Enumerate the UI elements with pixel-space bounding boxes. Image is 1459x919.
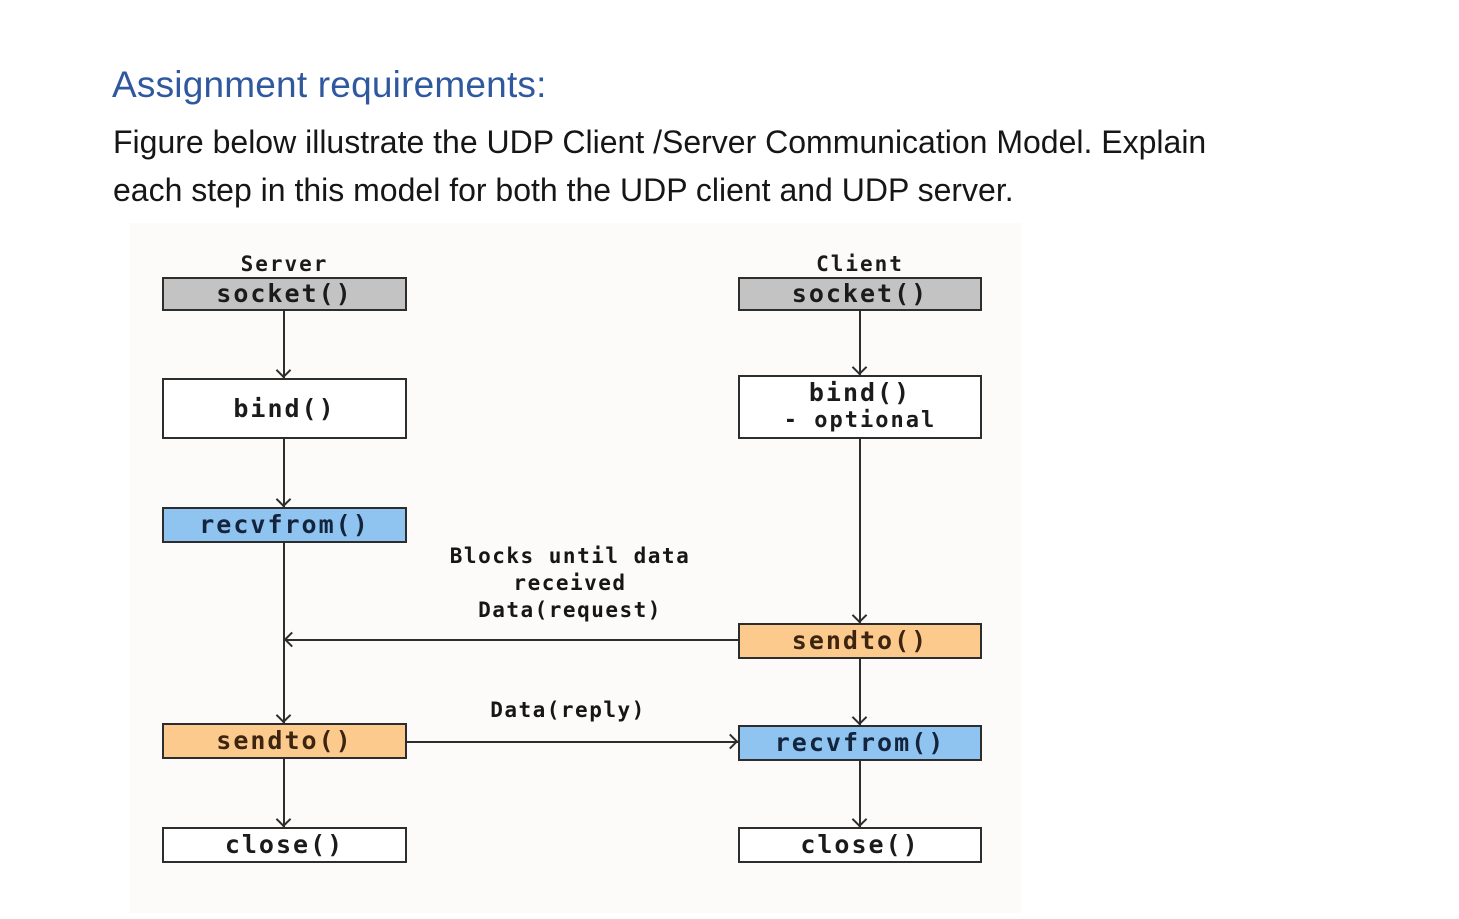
reply-message-line <box>407 741 738 743</box>
udp-client-server-figure: Server Client socket() bind() recvfrom()… <box>130 223 1021 913</box>
arrow-right-icon <box>722 733 739 750</box>
arrow-down-icon <box>275 707 292 724</box>
server-bind-to-recvfrom-line <box>283 439 285 507</box>
client-recvfrom-to-close-line <box>859 761 861 827</box>
server-sendto-box: sendto() <box>162 723 407 759</box>
server-sendto-to-close-line <box>283 759 285 827</box>
client-close-label: close() <box>800 830 920 859</box>
data-request-label: Data(request) <box>478 598 662 622</box>
request-message-line <box>284 639 738 641</box>
arrow-down-icon <box>275 362 292 379</box>
arrow-down-icon <box>851 607 868 624</box>
blocks-annotation-line-2: received <box>513 571 627 595</box>
server-close-box: close() <box>162 827 407 863</box>
client-bind-to-sendto-line <box>859 439 861 623</box>
arrow-down-icon <box>275 811 292 828</box>
client-bind-optional-label: - optional <box>783 408 937 433</box>
blocks-until-data-annotation: Blocks until data received Data(request) <box>410 543 730 624</box>
client-socket-label: socket() <box>791 279 929 308</box>
server-socket-box: socket() <box>162 277 407 311</box>
client-recvfrom-box: recvfrom() <box>738 725 982 761</box>
body-line-2: each step in this model for both the UDP… <box>113 172 1014 208</box>
server-bind-box: bind() <box>162 378 407 439</box>
server-socket-to-bind-line <box>283 311 285 378</box>
arrow-down-icon <box>851 811 868 828</box>
client-sendto-label: sendto() <box>791 626 929 655</box>
server-recvfrom-box: recvfrom() <box>162 507 407 543</box>
client-socket-box: socket() <box>738 277 982 311</box>
data-reply-annotation: Data(reply) <box>408 697 728 724</box>
arrow-down-icon <box>275 491 292 508</box>
server-close-label: close() <box>224 830 345 859</box>
page-title: Assignment requirements: <box>112 64 547 105</box>
client-close-box: close() <box>738 827 982 863</box>
body-line-1: Figure below illustrate the UDP Client /… <box>113 124 1207 160</box>
arrow-down-icon <box>851 359 868 376</box>
blocks-annotation-line-1: Blocks until data <box>449 544 691 568</box>
client-recvfrom-label: recvfrom() <box>774 728 946 757</box>
data-reply-label: Data(reply) <box>490 698 646 722</box>
client-sendto-to-recvfrom-line <box>859 659 861 725</box>
server-column-label: Server <box>240 252 329 276</box>
body-paragraph: Figure below illustrate the UDP Client /… <box>113 118 1206 214</box>
server-recvfrom-to-sendto-line <box>283 543 285 723</box>
server-sendto-label: sendto() <box>216 726 353 755</box>
client-socket-to-bind-line <box>859 311 861 375</box>
client-column-label: Client <box>816 252 904 276</box>
client-bind-box: bind() - optional <box>738 375 982 439</box>
arrow-down-icon <box>851 709 868 726</box>
arrow-left-icon <box>283 631 300 648</box>
client-bind-label: bind() <box>808 378 912 407</box>
server-socket-label: socket() <box>216 279 353 308</box>
server-bind-label: bind() <box>233 393 336 423</box>
server-recvfrom-label: recvfrom() <box>199 510 370 539</box>
client-sendto-box: sendto() <box>738 623 982 659</box>
